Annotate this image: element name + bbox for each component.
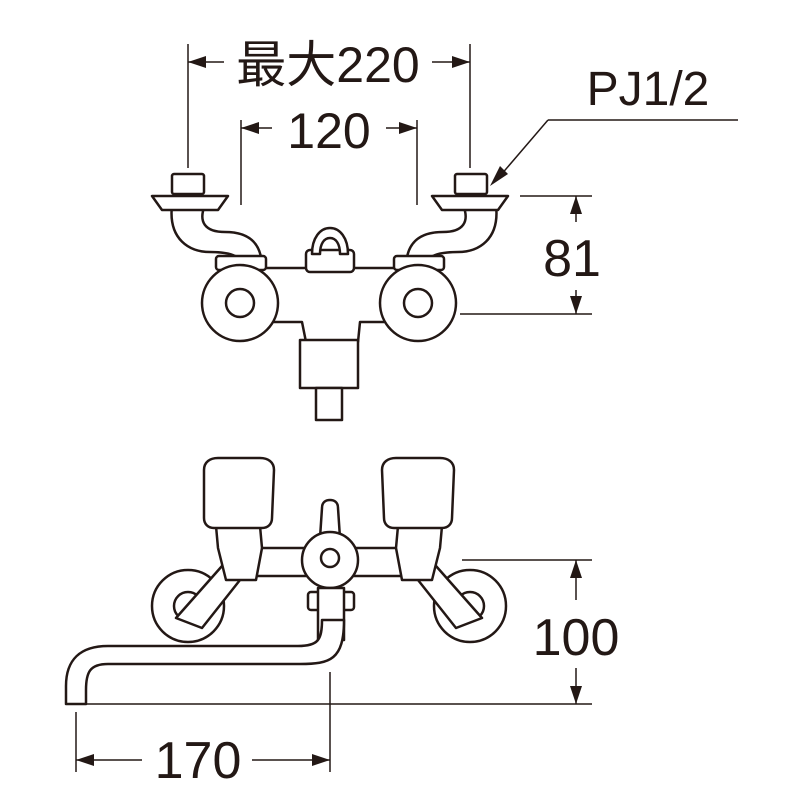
center-spindle-base: [304, 248, 356, 274]
center-spindle-loop: [310, 226, 350, 256]
arrow-100-bottom: [570, 686, 582, 704]
arrow-81-top: [570, 196, 582, 214]
arrow-220-right: [452, 56, 470, 68]
dim-170-label: 170: [155, 732, 242, 790]
arrow-100-top: [570, 560, 582, 578]
dim-max-220-label: 最大220: [236, 37, 419, 93]
left-handle-cap: [202, 456, 276, 530]
spout-tube-top: [314, 386, 344, 422]
dim-120-label: 120: [287, 103, 370, 159]
arrow-170-right: [312, 754, 330, 766]
spout-collar-top: [298, 338, 360, 390]
left-handle-center: [224, 287, 256, 319]
right-union-nut: [453, 172, 489, 196]
arrow-81-bottom: [570, 296, 582, 314]
dim-81-label: 81: [543, 230, 601, 288]
right-handle-center: [402, 287, 434, 319]
top-view: 最大220 120 PJ1/2 81: [150, 37, 738, 422]
center-valve-hub: [319, 547, 341, 569]
left-union-nut: [170, 172, 206, 196]
thread-leader-arrow: [490, 166, 508, 186]
arrow-170-left: [76, 754, 94, 766]
right-handle-cap: [380, 456, 456, 530]
left-handle-stem: [214, 524, 264, 582]
thread-spec-label: PJ1/2: [587, 63, 710, 116]
arrow-220-left: [188, 56, 206, 68]
dim-100-label: 100: [533, 609, 620, 667]
right-wall-plate: [430, 194, 510, 212]
front-view: 100 170: [64, 456, 620, 790]
center-valve-lever: [318, 498, 342, 540]
left-wall-plate: [150, 194, 230, 212]
thread-leader-diagonal: [499, 119, 549, 177]
arrow-120-left: [241, 122, 259, 134]
arrow-120-right: [399, 122, 417, 134]
right-handle-stem: [394, 524, 444, 582]
